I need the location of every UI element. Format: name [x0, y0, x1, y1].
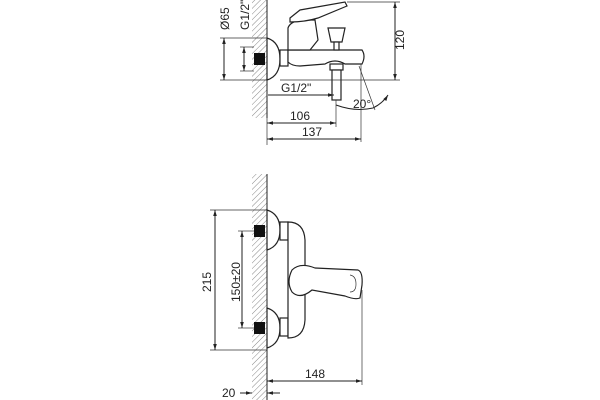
lower-nut [279, 317, 289, 337]
upper-connector [254, 225, 265, 237]
lever-handle [288, 264, 363, 300]
label-wall-offset: 20 [222, 386, 236, 400]
lever [289, 1, 348, 23]
label-flange-diameter: Ø65 [218, 7, 232, 30]
upper-flange [266, 209, 281, 251]
flange [266, 37, 281, 81]
label-connection-spacing: 150±20 [229, 262, 243, 302]
label-spout-angle: 20° [353, 97, 371, 111]
outlet-pipe [331, 69, 342, 101]
label-total-depth: 137 [302, 125, 322, 139]
lower-flange [266, 307, 281, 349]
side-view: Ø65 G1/2" 120 G1/2" 106 137 20° [218, 0, 407, 145]
upper-nut [279, 221, 289, 241]
wall-connector [254, 53, 265, 65]
dim-spout-angle [335, 94, 389, 110]
nut [279, 49, 289, 67]
lever-tip [349, 274, 357, 293]
label-projection: 148 [305, 367, 325, 381]
diverter-stem [333, 41, 340, 51]
lower-connector [254, 322, 265, 334]
label-outlet-distance: 106 [290, 109, 310, 123]
label-height: 120 [393, 30, 407, 50]
diverter-knob [327, 27, 346, 43]
outlet-nut [329, 63, 344, 71]
front-view: 215 150±20 148 20 [200, 174, 363, 400]
body-cartridge [287, 19, 319, 51]
wall-hatch [252, 174, 267, 400]
spout [287, 49, 365, 67]
label-wall-thread: G1/2" [238, 0, 252, 30]
label-outlet-thread: G1/2" [281, 81, 311, 95]
label-total-height: 215 [200, 272, 214, 292]
